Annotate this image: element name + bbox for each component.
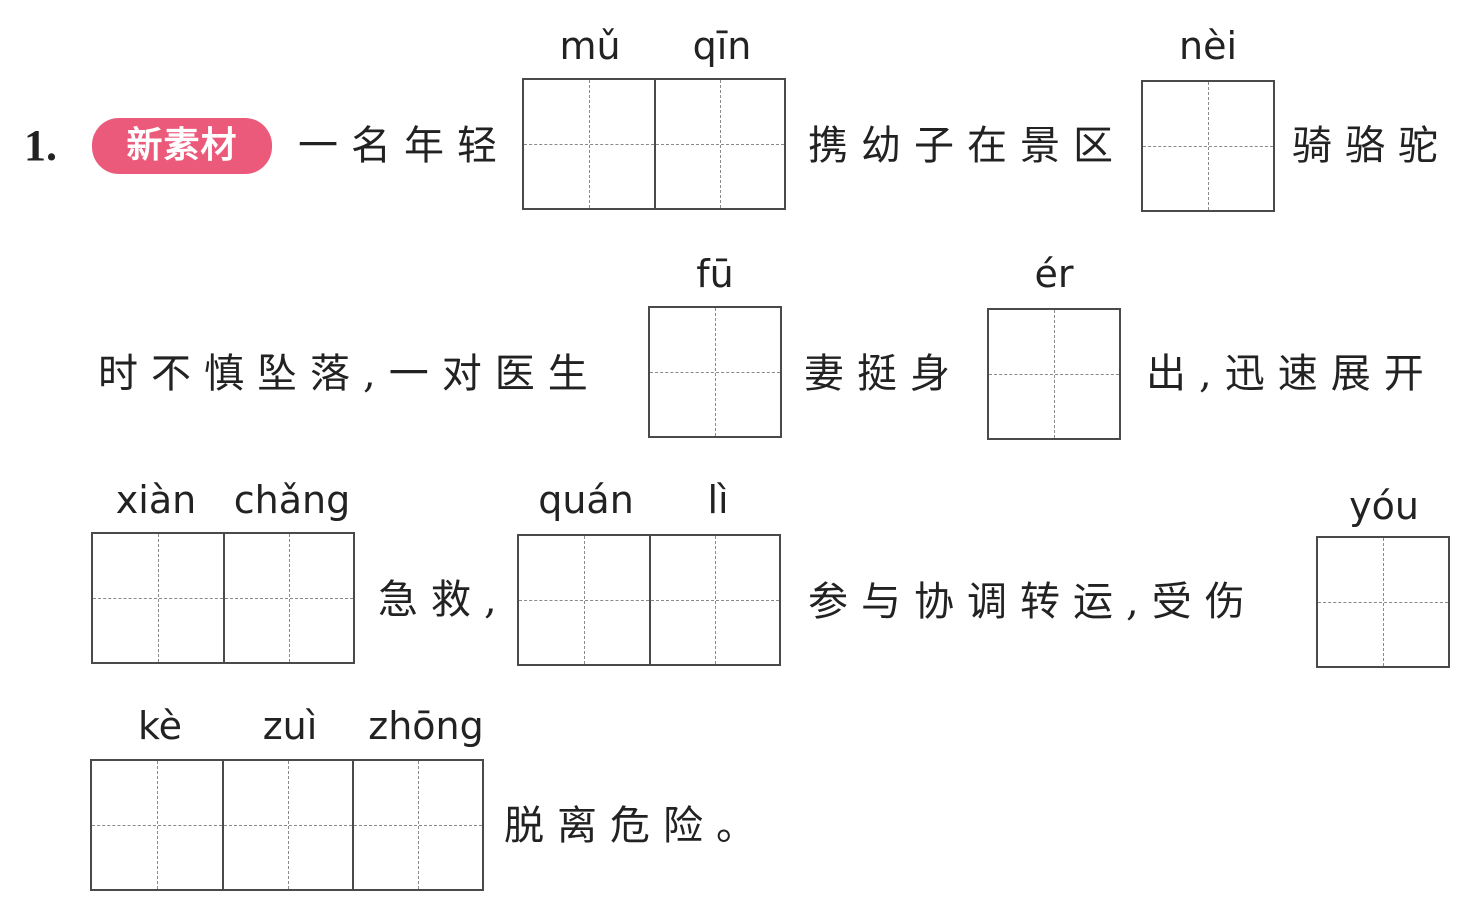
pinyin-label-ke: kè <box>137 704 183 748</box>
pinyin-label-quan: quán <box>538 478 634 522</box>
sentence-segment-8: 参与协调转运,受伤 <box>808 579 1258 625</box>
sentence-segment-2: 携幼子在景区 <box>808 123 1126 169</box>
writing-cell[interactable] <box>519 536 649 664</box>
sentence-segment-6: 出,迅速展开 <box>1146 351 1437 397</box>
pinyin-label-zui: zuì <box>262 704 318 748</box>
answer-grid-muqin[interactable] <box>522 78 786 210</box>
writing-cell[interactable] <box>352 761 482 889</box>
pinyin-label-xian: xiàn <box>115 478 197 522</box>
writing-cell[interactable] <box>989 310 1119 438</box>
pinyin-label-er: ér <box>1034 252 1074 296</box>
writing-cell[interactable] <box>650 308 780 436</box>
sentence-segment-5: 妻挺身 <box>804 351 963 397</box>
writing-cell[interactable] <box>1318 538 1448 666</box>
writing-cell[interactable] <box>93 534 223 662</box>
answer-grid-quanli[interactable] <box>517 534 781 666</box>
pinyin-label-fu: fū <box>696 252 734 296</box>
pinyin-label-nei: nèi <box>1178 24 1238 68</box>
sentence-segment-4: 时不慎坠落,一对医生 <box>98 351 601 397</box>
question-number: 1. <box>24 121 57 170</box>
sentence-segment-3: 骑骆驼 <box>1292 123 1451 169</box>
answer-grid-kezuizhong[interactable] <box>90 759 484 891</box>
writing-cell[interactable] <box>223 534 353 662</box>
writing-cell[interactable] <box>524 80 654 208</box>
pinyin-label-li: lì <box>707 478 729 522</box>
sentence-segment-7: 急救, <box>378 577 510 623</box>
pinyin-label-mu: mǔ <box>559 24 621 68</box>
writing-cell[interactable] <box>649 536 779 664</box>
pinyin-label-chang: chǎng <box>233 478 351 522</box>
writing-cell[interactable] <box>222 761 352 889</box>
writing-cell[interactable] <box>654 80 784 208</box>
pinyin-label-you: yóu <box>1349 484 1419 528</box>
pinyin-label-qin: qīn <box>692 24 752 68</box>
new-material-badge: 新素材 <box>92 118 272 174</box>
answer-grid-nei[interactable] <box>1141 80 1275 212</box>
sentence-segment-1: 一名年轻 <box>298 123 510 169</box>
answer-grid-xianchang[interactable] <box>91 532 355 664</box>
pinyin-label-zhong: zhōng <box>368 704 484 748</box>
writing-cell[interactable] <box>1143 82 1273 210</box>
writing-cell[interactable] <box>92 761 222 889</box>
answer-grid-you[interactable] <box>1316 536 1450 668</box>
answer-grid-er[interactable] <box>987 308 1121 440</box>
answer-grid-fu[interactable] <box>648 306 782 438</box>
sentence-segment-9: 脱离危险。 <box>504 803 769 849</box>
